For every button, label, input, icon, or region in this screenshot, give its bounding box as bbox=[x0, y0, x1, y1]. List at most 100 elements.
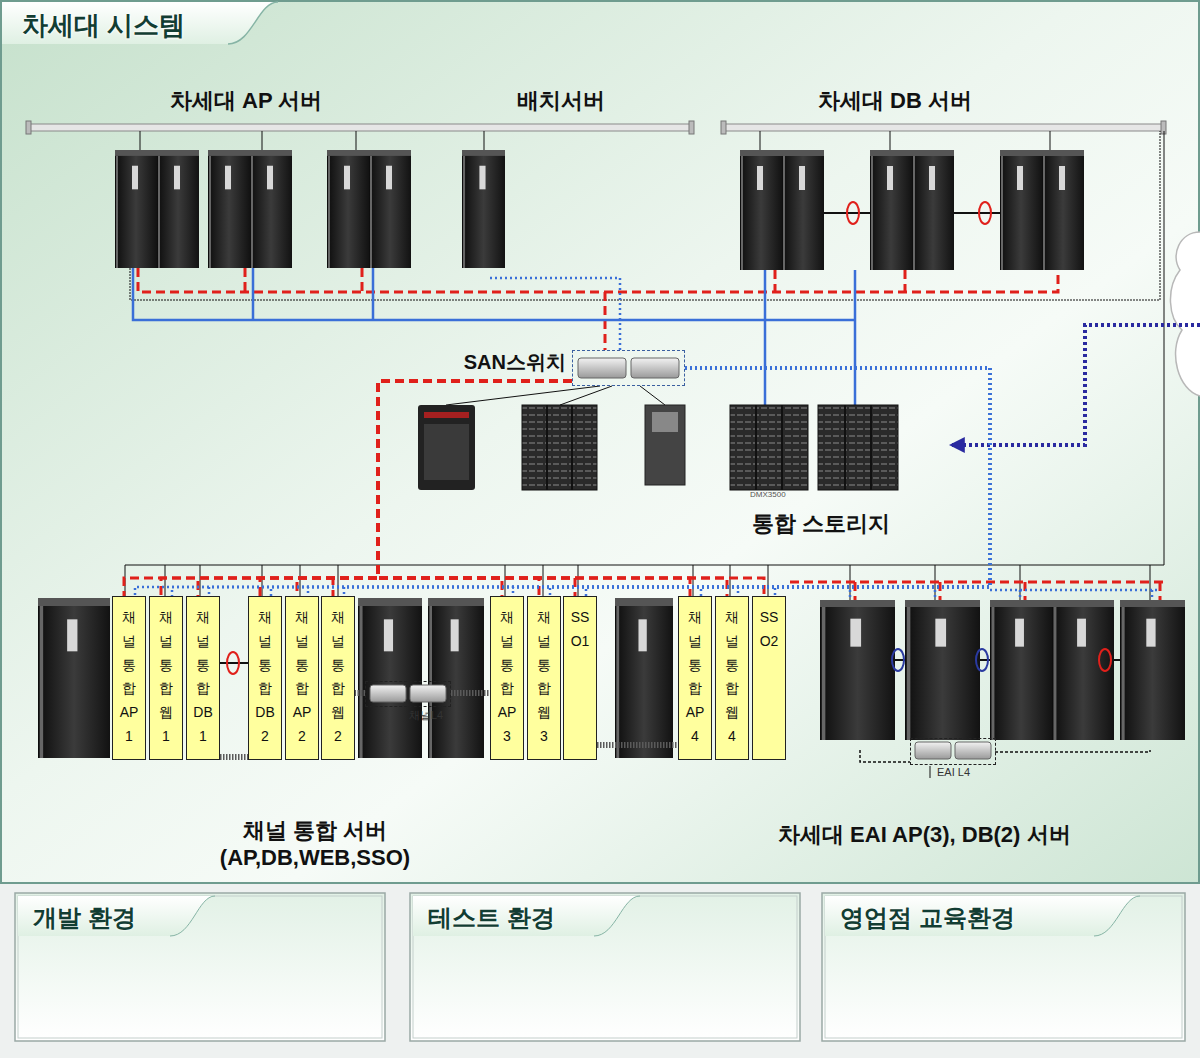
model-label: DMX3500 bbox=[750, 490, 786, 500]
environment-panel-ground bbox=[410, 893, 800, 1041]
san-wire bbox=[850, 590, 1158, 600]
storage-unit bbox=[547, 405, 572, 490]
san-switch: SAN스위치 bbox=[572, 350, 685, 386]
server-bus bbox=[26, 121, 31, 134]
san-link bbox=[198, 381, 572, 596]
server-label: 채널통합DB1 bbox=[193, 606, 214, 749]
san-link bbox=[344, 368, 990, 596]
cluster-link bbox=[227, 652, 239, 674]
san-wire bbox=[133, 268, 855, 405]
group-label: 차세대 AP 서버 bbox=[170, 88, 322, 115]
switch-device bbox=[915, 742, 951, 759]
server-bus bbox=[30, 124, 690, 131]
server-cabinet bbox=[208, 150, 250, 268]
server-cabinet bbox=[1042, 150, 1084, 270]
server-label: 채널통합AP4 bbox=[685, 606, 706, 749]
server-label: 채널통합웹3 bbox=[534, 606, 555, 749]
server-label: SSO2 bbox=[759, 606, 780, 654]
server-cabinet bbox=[990, 600, 1052, 740]
server-label: 채널통합웹4 bbox=[722, 606, 743, 749]
cloud-link bbox=[1170, 232, 1200, 396]
server-cabinet bbox=[250, 150, 292, 268]
switch-device bbox=[631, 358, 679, 378]
network-bundle bbox=[451, 690, 490, 696]
server-box: SSO1 bbox=[563, 596, 597, 760]
switch-device bbox=[370, 685, 406, 702]
san-link bbox=[172, 368, 990, 596]
san-link bbox=[378, 381, 764, 596]
storage-unit bbox=[818, 405, 898, 490]
san-link bbox=[586, 368, 990, 596]
environment-panel-ground bbox=[825, 896, 1182, 1038]
san-link bbox=[271, 368, 990, 596]
network-wire bbox=[125, 565, 1150, 600]
environment-panel-ground bbox=[18, 896, 215, 936]
server-cabinet bbox=[782, 150, 824, 270]
storage-unit bbox=[756, 405, 782, 490]
panel-title: 영업점 교육환경 bbox=[840, 902, 1015, 934]
storage-unit bbox=[845, 405, 871, 490]
cluster-link bbox=[976, 649, 988, 671]
environment-panel-ground bbox=[825, 896, 1140, 936]
environment-panel-ground bbox=[1094, 896, 1140, 936]
storage-unit bbox=[418, 405, 898, 490]
san-link bbox=[513, 368, 990, 596]
storage-unit bbox=[730, 405, 808, 490]
server-cabinet bbox=[1052, 600, 1114, 740]
san-wire bbox=[138, 268, 1058, 350]
server-cabinet bbox=[369, 150, 411, 268]
server-box: 채널통합웹2 bbox=[321, 596, 355, 760]
system-panel-ground bbox=[1, 1, 1199, 883]
server-label: 채널통합AP2 bbox=[292, 606, 313, 749]
san-link bbox=[685, 368, 990, 596]
server-label: 채널통합웹1 bbox=[156, 606, 177, 749]
environment-panel: 개발 환경 bbox=[15, 893, 385, 1041]
panel-title: 개발 환경 bbox=[33, 902, 136, 934]
switch-device bbox=[955, 742, 991, 759]
cluster-link bbox=[847, 202, 859, 224]
san-link bbox=[333, 381, 572, 596]
network-wire bbox=[125, 131, 1164, 778]
server-box: SSO2 bbox=[752, 596, 786, 760]
server-bus bbox=[689, 121, 694, 134]
group-label: 통합 스토리지 bbox=[752, 511, 890, 538]
switch-device bbox=[578, 358, 626, 378]
san-link bbox=[161, 381, 572, 596]
environment-panel-ground bbox=[15, 893, 385, 1041]
switch-device bbox=[370, 358, 991, 759]
san-link bbox=[685, 368, 990, 596]
group-label: 배치서버 bbox=[517, 88, 605, 115]
server-cabinet bbox=[1000, 150, 1042, 270]
san-link bbox=[685, 368, 990, 596]
system-panel-ground bbox=[1, 1, 1199, 883]
storage-unit bbox=[424, 412, 469, 418]
server-label: 채널통합AP3 bbox=[497, 606, 518, 749]
san-link bbox=[308, 368, 990, 596]
server-label: 채널통합DB2 bbox=[255, 606, 276, 749]
switch-label: EAI L4 bbox=[937, 766, 970, 778]
l4-switch: EAI L4 bbox=[910, 738, 996, 765]
server-cabinet bbox=[615, 598, 673, 758]
san-link bbox=[378, 381, 572, 596]
san-link bbox=[550, 368, 990, 596]
cluster-link bbox=[1099, 649, 1111, 671]
server-cabinet bbox=[820, 600, 895, 740]
storage-unit bbox=[645, 405, 685, 485]
l4-switch: 채널L4 bbox=[365, 681, 451, 707]
group-label: 채널 통합 서버 (AP,DB,WEB,SSO) bbox=[195, 818, 435, 872]
san-link bbox=[260, 381, 572, 596]
san-wire bbox=[490, 278, 620, 350]
network-wire bbox=[125, 131, 1164, 565]
environment-panel-ground bbox=[594, 896, 640, 936]
server-label: 채널통합웹2 bbox=[328, 606, 349, 749]
switch-label: SAN스위치 bbox=[464, 349, 566, 376]
storage-unit bbox=[418, 405, 475, 490]
server-bus bbox=[721, 121, 726, 134]
server-box: 채널통합웹4 bbox=[715, 596, 749, 760]
server-cabinet bbox=[912, 150, 954, 270]
environment-panel-ground bbox=[170, 896, 215, 936]
system-panel: 차세대 시스템SAN스위치채널통합AP1채널통합웹1채널통합DB1채널통합DB2… bbox=[0, 0, 1200, 885]
server-bus bbox=[725, 124, 1162, 131]
server-cabinet bbox=[905, 600, 980, 740]
